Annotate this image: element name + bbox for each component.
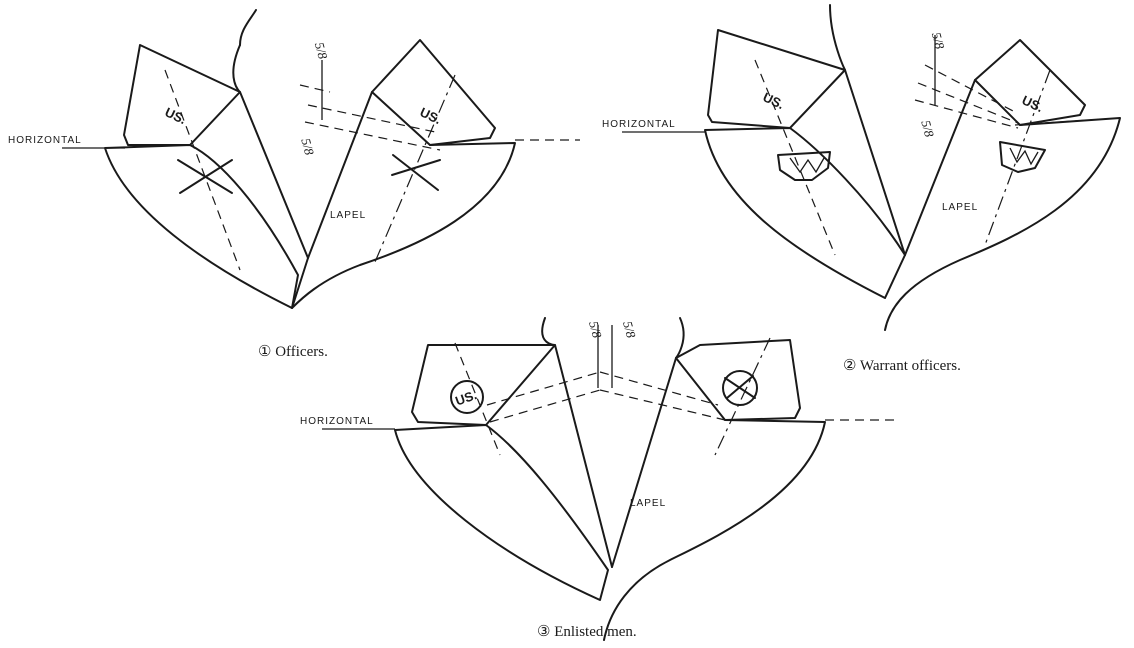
left-centerline [754,59,836,256]
right-lapel [603,357,826,641]
measure-line-2 [599,371,719,406]
measure-line-3 [299,84,331,93]
measure-lower: 5/8 [918,119,937,139]
right-lapel [291,91,516,309]
right-centerline [984,69,1051,246]
warrant-eagle-right-icon [999,141,1046,173]
right-coat-edge [239,9,257,46]
measure-upper: 5/8 [929,31,948,51]
right-collar [371,39,496,146]
horizontal-label: HORIZONTAL [8,135,82,146]
panel-enlisted-men: HORIZONTAL 5/8 5/8 US. LAPEL ③ Enlisted … [300,317,895,641]
left-collar [411,344,556,426]
coat-front-edge [829,4,906,256]
horizontal-dash [1014,117,1121,126]
horizontal-label: HORIZONTAL [300,416,374,427]
right-coat-edge [675,317,685,359]
us-insignia-left: US. [761,89,787,112]
left-centerline [454,342,501,456]
crossed-rifles-disk-icon [722,370,758,406]
measure-right: 5/8 [620,320,639,340]
measure-line-2 [917,82,1019,124]
left-collar [123,44,241,146]
measure-line-2 [304,121,441,151]
caption-warrant-officers: ② Warrant officers. [843,358,961,374]
measure-line-3 [914,99,1019,129]
measure-left: 5/8 [586,320,605,340]
measure-lower: 5/8 [298,137,317,157]
coat-front-edge [541,317,613,568]
measure-line-1 [307,104,441,134]
horizontal-label: HORIZONTAL [602,119,676,130]
us-insignia-right: US. [1020,92,1046,115]
measure-line-1 [486,371,601,406]
left-centerline [164,69,241,271]
svg-text:US.: US. [453,387,478,409]
left-collar [707,29,846,129]
lapel-label: LAPEL [942,202,978,213]
us-disk-insignia-icon: US. [450,380,484,414]
left-lapel [104,144,299,309]
caption-enlisted-men: ③ Enlisted men. [537,624,637,640]
left-lapel [394,424,609,601]
crossed-rifles-right-icon [391,154,441,191]
warrant-eagle-left-icon [777,151,831,181]
panel-warrant-officers: HORIZONTAL 5/8 5/8 US. US. LAPEL ② Warra… [602,4,1121,374]
measure-upper: 5/8 [312,41,331,61]
us-insignia-left: US. [163,104,189,127]
measure-line-3 [489,389,601,423]
left-lapel [704,127,906,299]
right-lapel [884,79,1121,331]
right-collar [974,39,1086,126]
lapel-label: LAPEL [330,210,366,221]
crossed-rifles-left-icon [177,159,233,194]
caption-officers: ① Officers. [258,344,328,360]
panel-officers: HORIZONTAL 5/8 5/8 US. US. LAPEL ① Offic… [8,9,580,360]
lapel-label: LAPEL [630,498,666,509]
right-collar [675,339,801,421]
coat-front-edge [232,44,309,309]
us-insignia-right: US. [418,104,444,127]
right-centerline [714,337,771,456]
measure-line-1 [924,64,1016,113]
measure-line-4 [599,389,726,421]
